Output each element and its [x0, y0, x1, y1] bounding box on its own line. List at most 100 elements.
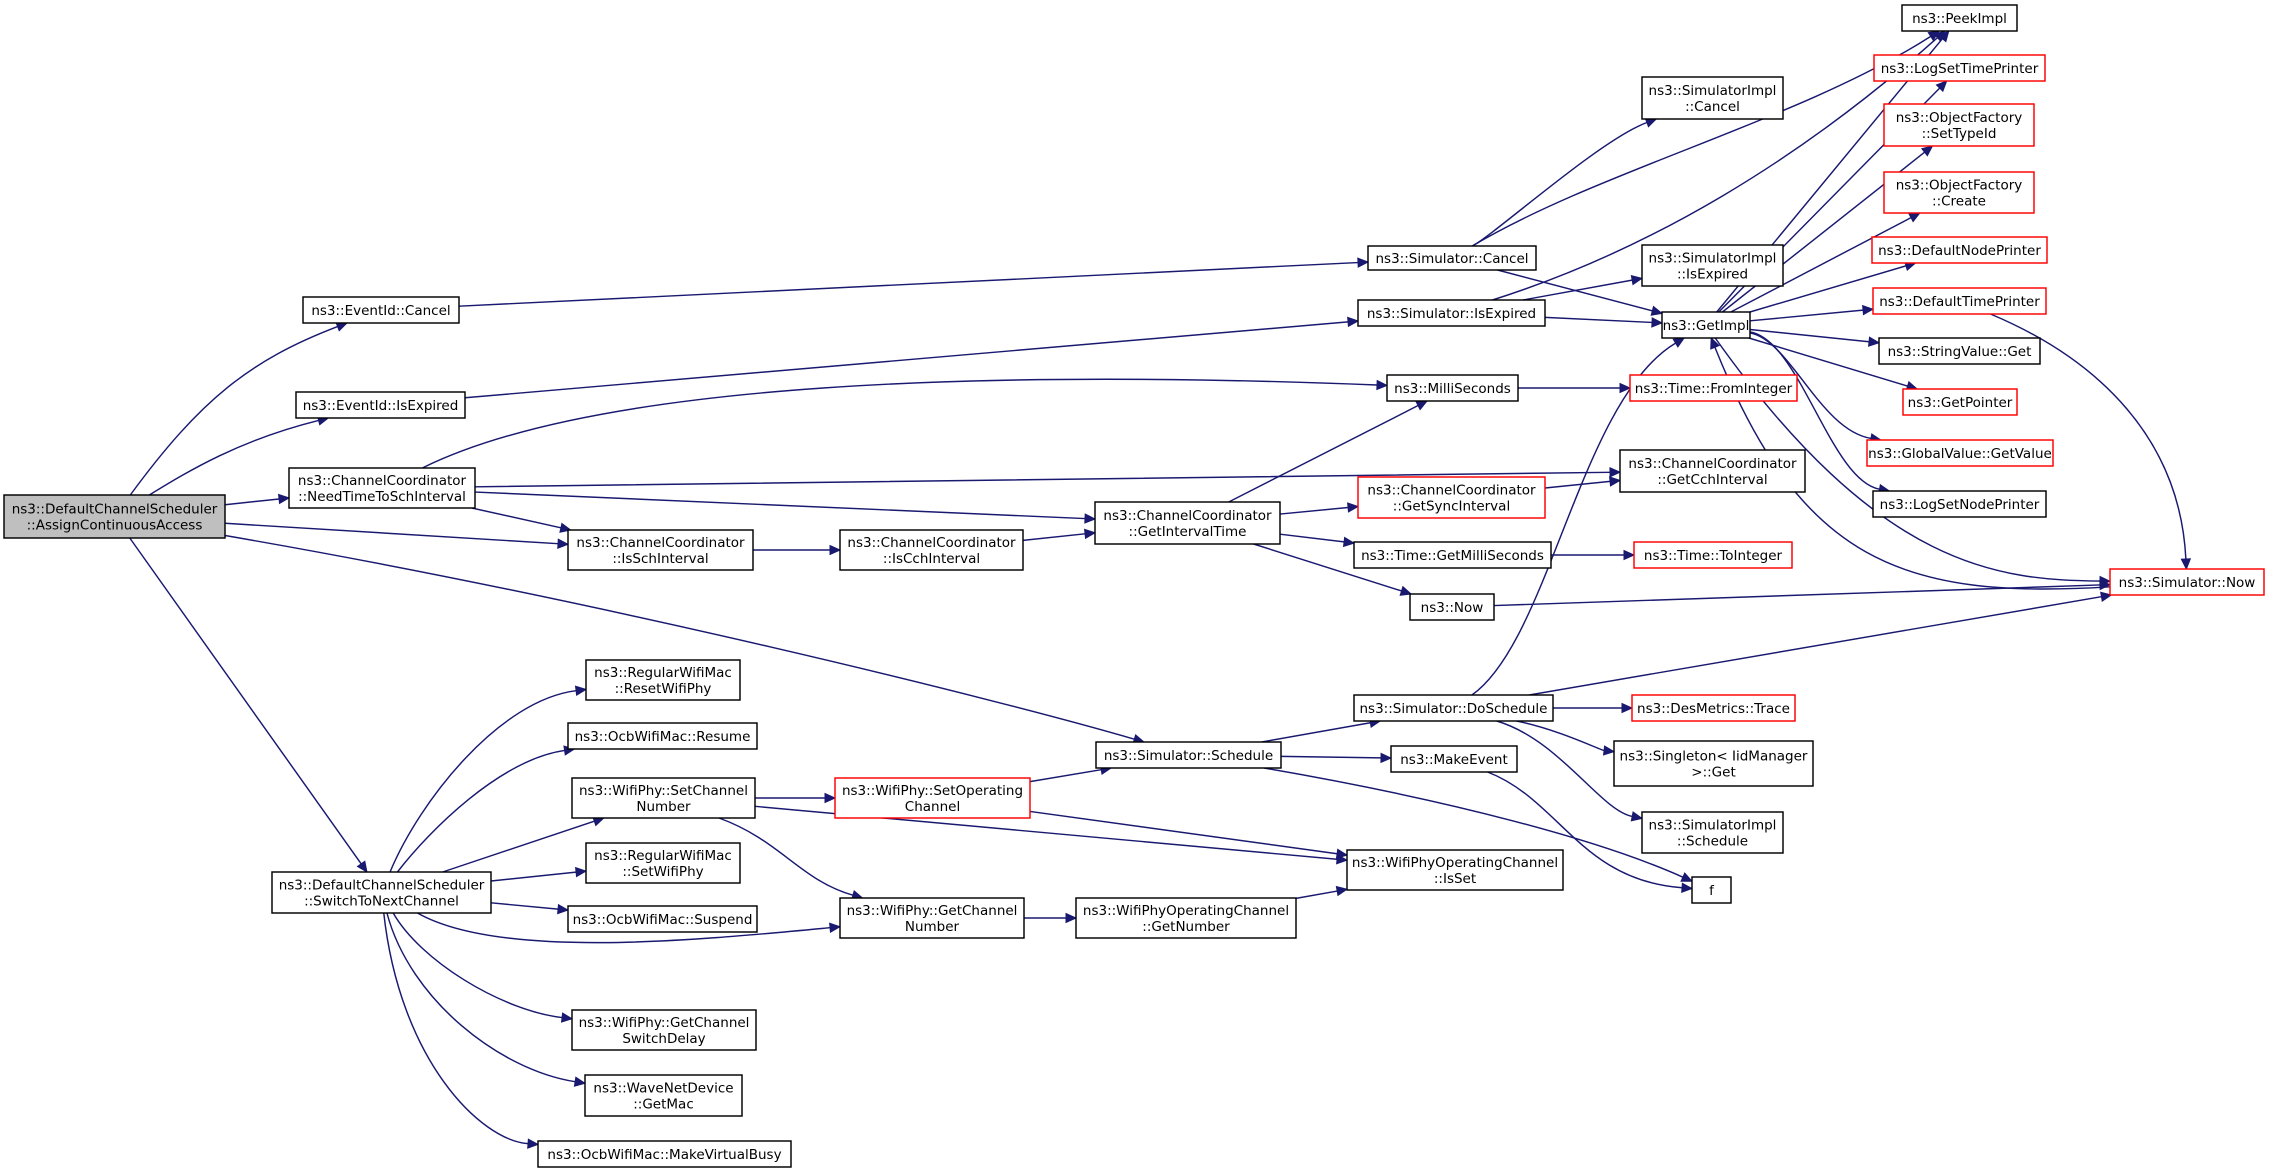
node-box[interactable]	[1346, 849, 1564, 891]
graph-node-time-toint[interactable]: ns3::Time::ToInteger	[1633, 541, 1793, 569]
graph-node-cc-iscch[interactable]: ns3::ChannelCoordinator::IsCchInterval	[839, 529, 1024, 571]
graph-node-ocb-resume[interactable]: ns3::OcbWifiMac::Resume	[567, 722, 758, 750]
node-box[interactable]	[1873, 54, 2046, 82]
graph-node-wpoc-isset[interactable]: ns3::WifiPhyOperatingChannel::IsSet	[1346, 849, 1564, 891]
node-box[interactable]	[571, 1009, 757, 1051]
graph-node-logsetnode[interactable]: ns3::LogSetNodePrinter	[1872, 490, 2047, 518]
node-box[interactable]	[1866, 439, 2054, 467]
node-box[interactable]	[1661, 311, 1751, 339]
node-box[interactable]	[584, 1074, 743, 1117]
node-box[interactable]	[1691, 876, 1732, 904]
graph-node-cc-getint[interactable]: ns3::ChannelCoordinator::GetIntervalTime	[1094, 501, 1281, 545]
graph-node-ocb-suspend[interactable]: ns3::OcbWifiMac::Suspend	[567, 905, 758, 933]
graph-node-dcs-switch[interactable]: ns3::DefaultChannelScheduler::SwitchToNe…	[271, 871, 492, 914]
node-box[interactable]	[1633, 541, 1793, 569]
node-box[interactable]	[567, 529, 754, 571]
graph-node-cc-getcch[interactable]: ns3::ChannelCoordinator::GetCchInterval	[1619, 449, 1806, 493]
graph-node-wnd-getmac[interactable]: ns3::WaveNetDevice::GetMac	[584, 1074, 743, 1117]
node-box[interactable]	[1883, 103, 2035, 147]
node-box[interactable]	[1357, 299, 1546, 327]
graph-node-time-fromint[interactable]: ns3::Time::FromInteger	[1629, 374, 1798, 402]
node-box[interactable]	[537, 1140, 792, 1168]
graph-node-sim-dosched[interactable]: ns3::Simulator::DoSchedule	[1353, 694, 1554, 722]
graph-node-root[interactable]: ns3::DefaultChannelScheduler::AssignCont…	[3, 494, 226, 539]
node-box[interactable]	[1641, 811, 1784, 854]
graph-node-desmetrics[interactable]: ns3::DesMetrics::Trace	[1631, 694, 1796, 722]
node-box[interactable]	[2109, 568, 2265, 596]
node-box[interactable]	[1872, 490, 2047, 518]
graph-node-cc-getsync[interactable]: ns3::ChannelCoordinator::GetSyncInterval	[1357, 476, 1546, 519]
node-box[interactable]	[567, 905, 758, 933]
node-box[interactable]	[1619, 449, 1806, 493]
graph-node-strval-get[interactable]: ns3::StringValue::Get	[1878, 337, 2041, 365]
graph-node-objf-create[interactable]: ns3::ObjectFactory::Create	[1883, 171, 2035, 214]
graph-node-gv-getvalue[interactable]: ns3::GlobalValue::GetValue	[1866, 439, 2054, 467]
graph-node-cc-issch[interactable]: ns3::ChannelCoordinator::IsSchInterval	[567, 529, 754, 571]
node-box[interactable]	[1871, 236, 2048, 264]
node-box[interactable]	[1883, 171, 2035, 214]
node-box[interactable]	[1613, 740, 1814, 787]
graph-node-ocb-mkbusy[interactable]: ns3::OcbWifiMac::MakeVirtualBusy	[537, 1140, 792, 1168]
graph-node-simimpl-sched[interactable]: ns3::SimulatorImpl::Schedule	[1641, 811, 1784, 854]
node-box[interactable]	[1357, 476, 1546, 519]
node-box[interactable]	[1631, 694, 1796, 722]
node-box[interactable]	[1386, 374, 1519, 402]
node-box[interactable]	[271, 871, 492, 914]
graph-node-ev-isexp[interactable]: ns3::EventId::IsExpired	[295, 391, 466, 419]
graph-node-defnodeprinter[interactable]: ns3::DefaultNodePrinter	[1871, 236, 2048, 264]
node-box[interactable]	[834, 777, 1031, 819]
node-box[interactable]	[1878, 337, 2041, 365]
node-box[interactable]	[295, 391, 466, 419]
node-box[interactable]	[288, 467, 476, 509]
graph-node-now[interactable]: ns3::Now	[1409, 593, 1495, 621]
node-box[interactable]	[1872, 287, 2047, 315]
graph-node-singleton[interactable]: ns3::Singleton< IidManager>::Get	[1613, 740, 1814, 787]
node-box[interactable]	[1353, 694, 1554, 722]
graph-node-deftimeprinter[interactable]: ns3::DefaultTimePrinter	[1872, 287, 2047, 315]
node-box[interactable]	[585, 842, 741, 884]
node-box[interactable]	[1629, 374, 1798, 402]
graph-node-sim-cancel[interactable]: ns3::Simulator::Cancel	[1367, 245, 1537, 271]
graph-node-simimpl-cancel[interactable]: ns3::SimulatorImpl::Cancel	[1641, 76, 1784, 120]
graph-node-rwm-set[interactable]: ns3::RegularWifiMac::SetWifiPhy	[585, 842, 741, 884]
node-box[interactable]	[1075, 897, 1297, 939]
node-box[interactable]	[1094, 501, 1281, 545]
graph-node-getpointer[interactable]: ns3::GetPointer	[1902, 388, 2018, 416]
node-box[interactable]	[839, 529, 1024, 571]
graph-node-objf-settype[interactable]: ns3::ObjectFactory::SetTypeId	[1883, 103, 2035, 147]
node-box[interactable]	[3, 494, 226, 539]
node-box[interactable]	[567, 722, 758, 750]
node-box[interactable]	[1641, 244, 1784, 287]
graph-node-cc-need[interactable]: ns3::ChannelCoordinator::NeedTimeToSchIn…	[288, 467, 476, 509]
node-box[interactable]	[1390, 745, 1518, 773]
node-box[interactable]	[1095, 741, 1282, 769]
node-box[interactable]	[1367, 245, 1537, 271]
node-box[interactable]	[1353, 541, 1552, 569]
node-box[interactable]	[571, 777, 756, 819]
graph-node-logsettime[interactable]: ns3::LogSetTimePrinter	[1873, 54, 2046, 82]
graph-node-ev-cancel[interactable]: ns3::EventId::Cancel	[302, 296, 460, 324]
graph-node-peekimpl[interactable]: ns3::PeekImpl	[1901, 4, 2018, 32]
graph-node-wpoc-getnum[interactable]: ns3::WifiPhyOperatingChannel::GetNumber	[1075, 897, 1297, 939]
graph-node-sim-schedule[interactable]: ns3::Simulator::Schedule	[1095, 741, 1282, 769]
node-box[interactable]	[1409, 593, 1495, 621]
node-box[interactable]	[1902, 388, 2018, 416]
graph-node-milliseconds[interactable]: ns3::MilliSeconds	[1386, 374, 1519, 402]
node-box[interactable]	[585, 659, 741, 701]
graph-node-f[interactable]: f	[1691, 876, 1732, 904]
graph-node-simimpl-isexp[interactable]: ns3::SimulatorImpl::IsExpired	[1641, 244, 1784, 287]
graph-node-sim-isexp[interactable]: ns3::Simulator::IsExpired	[1357, 299, 1546, 327]
graph-node-sim-now[interactable]: ns3::Simulator::Now	[2109, 568, 2265, 596]
graph-node-rwm-reset[interactable]: ns3::RegularWifiMac::ResetWifiPhy	[585, 659, 741, 701]
node-box[interactable]	[302, 296, 460, 324]
node-box[interactable]	[1901, 4, 2018, 32]
graph-node-time-getms[interactable]: ns3::Time::GetMilliSeconds	[1353, 541, 1552, 569]
node-box[interactable]	[1641, 76, 1784, 120]
graph-node-makeevent[interactable]: ns3::MakeEvent	[1390, 745, 1518, 773]
node-box[interactable]	[839, 897, 1025, 939]
graph-node-getimpl[interactable]: ns3::GetImpl	[1661, 311, 1751, 339]
